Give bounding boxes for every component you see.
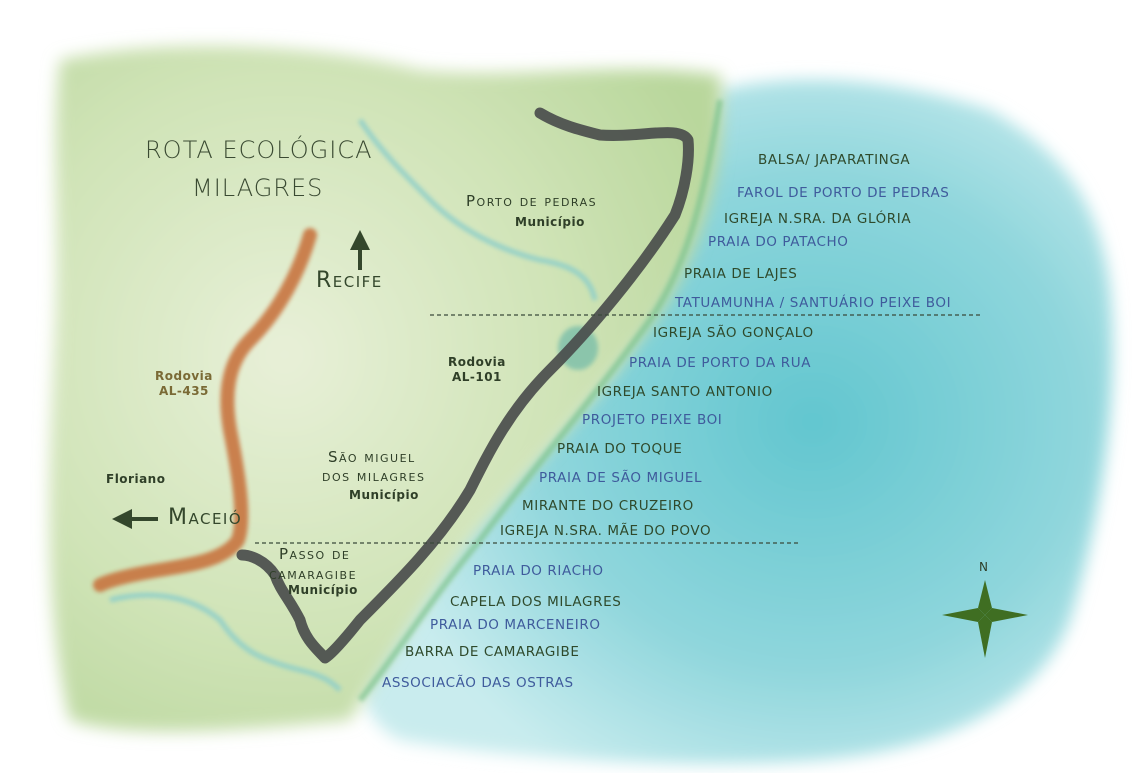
poi-associacao-ostras: ASSOCIACÃO DAS OSTRAS bbox=[382, 675, 574, 691]
road-al101-line2: AL-101 bbox=[451, 370, 502, 384]
town-porto-de-pedras-sub: Município bbox=[515, 215, 585, 229]
town-floriano: Floriano bbox=[106, 472, 166, 486]
poi-projeto-peixe-boi: PROJETO PEIXE BOI bbox=[582, 412, 723, 428]
poi-praia-sao-miguel: PRAIA DE SÃO MIGUEL bbox=[539, 470, 703, 486]
poi-igreja-mae-do-povo: IGREJA N.SRA. MÃE DO POVO bbox=[500, 523, 712, 539]
arrow-up-icon bbox=[350, 230, 370, 270]
poi-praia-toque: PRAIA DO TOQUE bbox=[557, 441, 683, 457]
town-sao-miguel-line2: dos milagres bbox=[322, 467, 426, 485]
road-al101 bbox=[236, 107, 694, 664]
road-al435 bbox=[93, 228, 317, 592]
poi-praia-riacho: PRAIA DO RIACHO bbox=[473, 563, 604, 579]
coastline bbox=[357, 99, 723, 702]
direction-recife: Recife bbox=[316, 268, 383, 293]
town-passo-sub: Município bbox=[288, 583, 358, 597]
arrow-left-icon bbox=[112, 509, 158, 529]
road-al435-label: Rodovia AL-435 bbox=[155, 369, 213, 399]
direction-maceio: Maceió bbox=[168, 505, 243, 530]
map-title-line2: MILAGRES bbox=[192, 174, 324, 202]
town-passo-line1: Passo de bbox=[279, 545, 351, 563]
map-title-line1: ROTA ECOLÓGICA bbox=[145, 136, 373, 164]
compass-north-label: N bbox=[979, 560, 989, 574]
town-passo-line2: camaragibe bbox=[269, 565, 358, 583]
town-porto-de-pedras: Porto de pedras bbox=[466, 192, 598, 210]
poi-igreja-santo-antonio: IGREJA SANTO ANTONIO bbox=[597, 384, 773, 400]
town-sao-miguel-sub: Município bbox=[349, 488, 419, 502]
poi-capela-milagres: CAPELA DOS MILAGRES bbox=[450, 594, 622, 610]
poi-praia-marceneiro: PRAIA DO MARCENEIRO bbox=[430, 617, 601, 633]
compass-rose-icon bbox=[942, 580, 1028, 658]
road-al101-label: Rodovia AL-101 bbox=[448, 355, 506, 385]
poi-igreja-sao-goncalo: IGREJA SÃO GONÇALO bbox=[653, 325, 814, 341]
river-south bbox=[109, 592, 342, 692]
sea-wash bbox=[362, 79, 1113, 764]
poi-barra-camaragibe: BARRA DE CAMARAGIBE bbox=[405, 644, 580, 660]
poi-praia-porto-da-rua: PRAIA DE PORTO DA RUA bbox=[629, 355, 812, 371]
town-sao-miguel-line1: São miguel bbox=[328, 448, 416, 466]
road-al101-line1: Rodovia bbox=[448, 355, 506, 369]
road-al435-line1: Rodovia bbox=[155, 369, 213, 383]
poi-balsa-japaratinga: BALSA/ JAPARATINGA bbox=[758, 152, 911, 168]
poi-praia-lajes: PRAIA DE LAJES bbox=[684, 266, 798, 282]
poi-praia-patacho: PRAIA DO PATACHO bbox=[708, 234, 849, 250]
poi-igreja-gloria: IGREJA N.SRA. DA GLÓRIA bbox=[724, 211, 912, 227]
poi-farol-porto-de-pedras: FAROL DE PORTO DE PEDRAS bbox=[737, 185, 950, 201]
poi-mirante-cruzeiro: MIRANTE DO CRUZEIRO bbox=[522, 498, 694, 514]
river-north bbox=[357, 118, 598, 301]
road-al435-line2: AL-435 bbox=[158, 384, 209, 398]
poi-tatuamunha: TATUAMUNHA / SANTUÁRIO PEIXE BOI bbox=[675, 295, 952, 311]
